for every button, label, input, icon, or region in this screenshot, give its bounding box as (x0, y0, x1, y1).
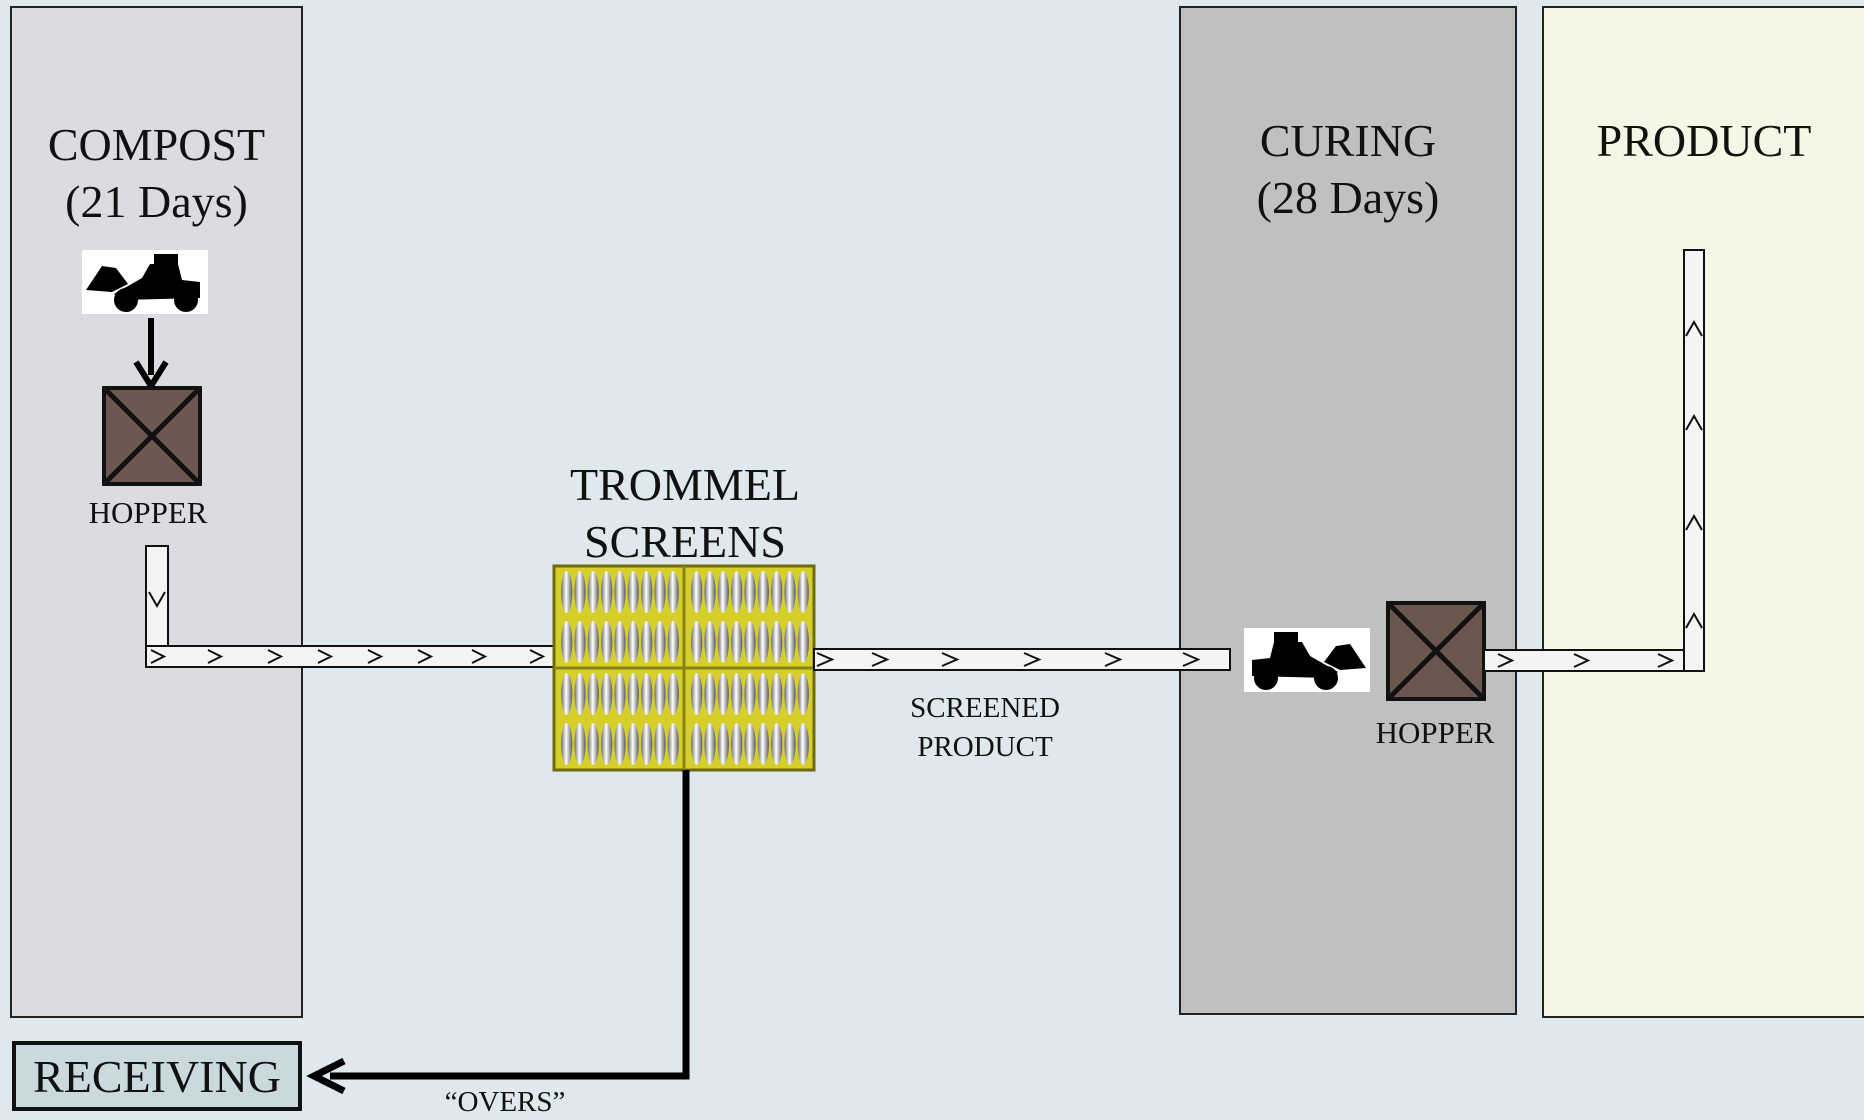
trommel-disc (601, 723, 613, 765)
trommel-disc (561, 673, 573, 715)
trommel-disc (784, 673, 796, 715)
compost-zone (10, 6, 303, 1018)
trommel-disc (771, 571, 783, 613)
trommel-disc (731, 621, 743, 663)
trommel-disc (641, 723, 653, 765)
trommel-disc (601, 571, 613, 613)
trommel-disc (691, 723, 703, 765)
trommel-disc (601, 621, 613, 663)
overs-return-line (306, 770, 690, 1095)
trommel-title-line2: SCREENS (584, 516, 786, 567)
trommel-disc (587, 571, 599, 613)
trommel-disc (731, 673, 743, 715)
hopper-label-left: HOPPER (88, 495, 208, 530)
trommel-disc (744, 723, 756, 765)
trommel-disc (757, 571, 769, 613)
curing-duration: (28 Days) (1256, 172, 1440, 223)
trommel-disc (784, 571, 796, 613)
trommel-disc (627, 673, 639, 715)
trommel-disc (561, 571, 573, 613)
trommel-disc (627, 571, 639, 613)
compost-title: COMPOST (47, 119, 266, 170)
trommel-disc (667, 673, 679, 715)
trommel-disc (574, 723, 586, 765)
trommel-disc (561, 723, 573, 765)
trommel-disc (784, 723, 796, 765)
trommel-disc (574, 673, 586, 715)
trommel-disc (641, 673, 653, 715)
hopper-box-icon (102, 386, 202, 486)
trommel-disc (641, 571, 653, 613)
trommel-disc (757, 723, 769, 765)
trommel-disc (771, 723, 783, 765)
trommel-disc (574, 571, 586, 613)
trommel-disc (797, 723, 809, 765)
trommel-disc (574, 621, 586, 663)
trommel-disc (641, 621, 653, 663)
trommel-disc (691, 621, 703, 663)
trommel-disc (667, 621, 679, 663)
trommel-disc (654, 723, 666, 765)
trommel-disc (797, 571, 809, 613)
trommel-disc (771, 621, 783, 663)
product-title: PRODUCT (1596, 115, 1812, 166)
screened-product-line1: SCREENED (910, 692, 1060, 724)
trommel-disc (704, 621, 716, 663)
curing-zone (1179, 6, 1517, 1015)
trommel-disc (614, 571, 626, 613)
trommel-disc (587, 621, 599, 663)
trommel-disc (614, 673, 626, 715)
trommel-disc (771, 673, 783, 715)
hopper-box-icon-right (1386, 601, 1486, 701)
receiving-box: RECEIVING (12, 1041, 302, 1111)
trommel-disc (561, 621, 573, 663)
conveyor-screened (813, 648, 1231, 671)
trommel-title-line1: TROMMEL (570, 459, 800, 510)
compost-duration: (21 Days) (65, 176, 248, 227)
trommel-disc (717, 621, 729, 663)
trommel-disc (731, 571, 743, 613)
receiving-title: RECEIVING (33, 1050, 281, 1102)
trommel-disc (667, 723, 679, 765)
trommel-disc (757, 673, 769, 715)
trommel-disc (587, 723, 599, 765)
trommel-disc (654, 571, 666, 613)
trommel-disc (587, 673, 599, 715)
left-arrowhead-icon (306, 1057, 346, 1095)
trommel-disc (797, 673, 809, 715)
trommel-disc (757, 621, 769, 663)
trommel-disc (667, 571, 679, 613)
trommel-disc (614, 621, 626, 663)
trommel-disc (797, 621, 809, 663)
trommel-disc (717, 673, 729, 715)
trommel-disc (717, 723, 729, 765)
trommel-disc (691, 673, 703, 715)
trommel-disc (704, 673, 716, 715)
trommel-disc (654, 673, 666, 715)
conveyor-product (1483, 249, 1705, 672)
trommel-disc (704, 571, 716, 613)
trommel-disc (654, 621, 666, 663)
trommel-disc (691, 571, 703, 613)
front-loader-icon-right (1244, 628, 1370, 692)
trommel-disc (717, 571, 729, 613)
trommel-disc (744, 673, 756, 715)
screened-product-line2: PRODUCT (917, 731, 1053, 763)
trommel-disc (601, 673, 613, 715)
trommel-disc (627, 621, 639, 663)
trommel-disc (627, 723, 639, 765)
overs-label: “OVERS” (444, 1086, 566, 1118)
trommel-disc (614, 723, 626, 765)
trommel-disc (744, 621, 756, 663)
trommel-disc (731, 723, 743, 765)
curing-title: CURING (1259, 115, 1437, 166)
front-loader-icon (82, 250, 208, 314)
conveyor-left (145, 545, 557, 668)
trommel-disc (784, 621, 796, 663)
trommel-disc (744, 571, 756, 613)
trommel-screen-icon (552, 564, 816, 772)
trommel-disc (704, 723, 716, 765)
hopper-label-right: HOPPER (1375, 715, 1495, 750)
